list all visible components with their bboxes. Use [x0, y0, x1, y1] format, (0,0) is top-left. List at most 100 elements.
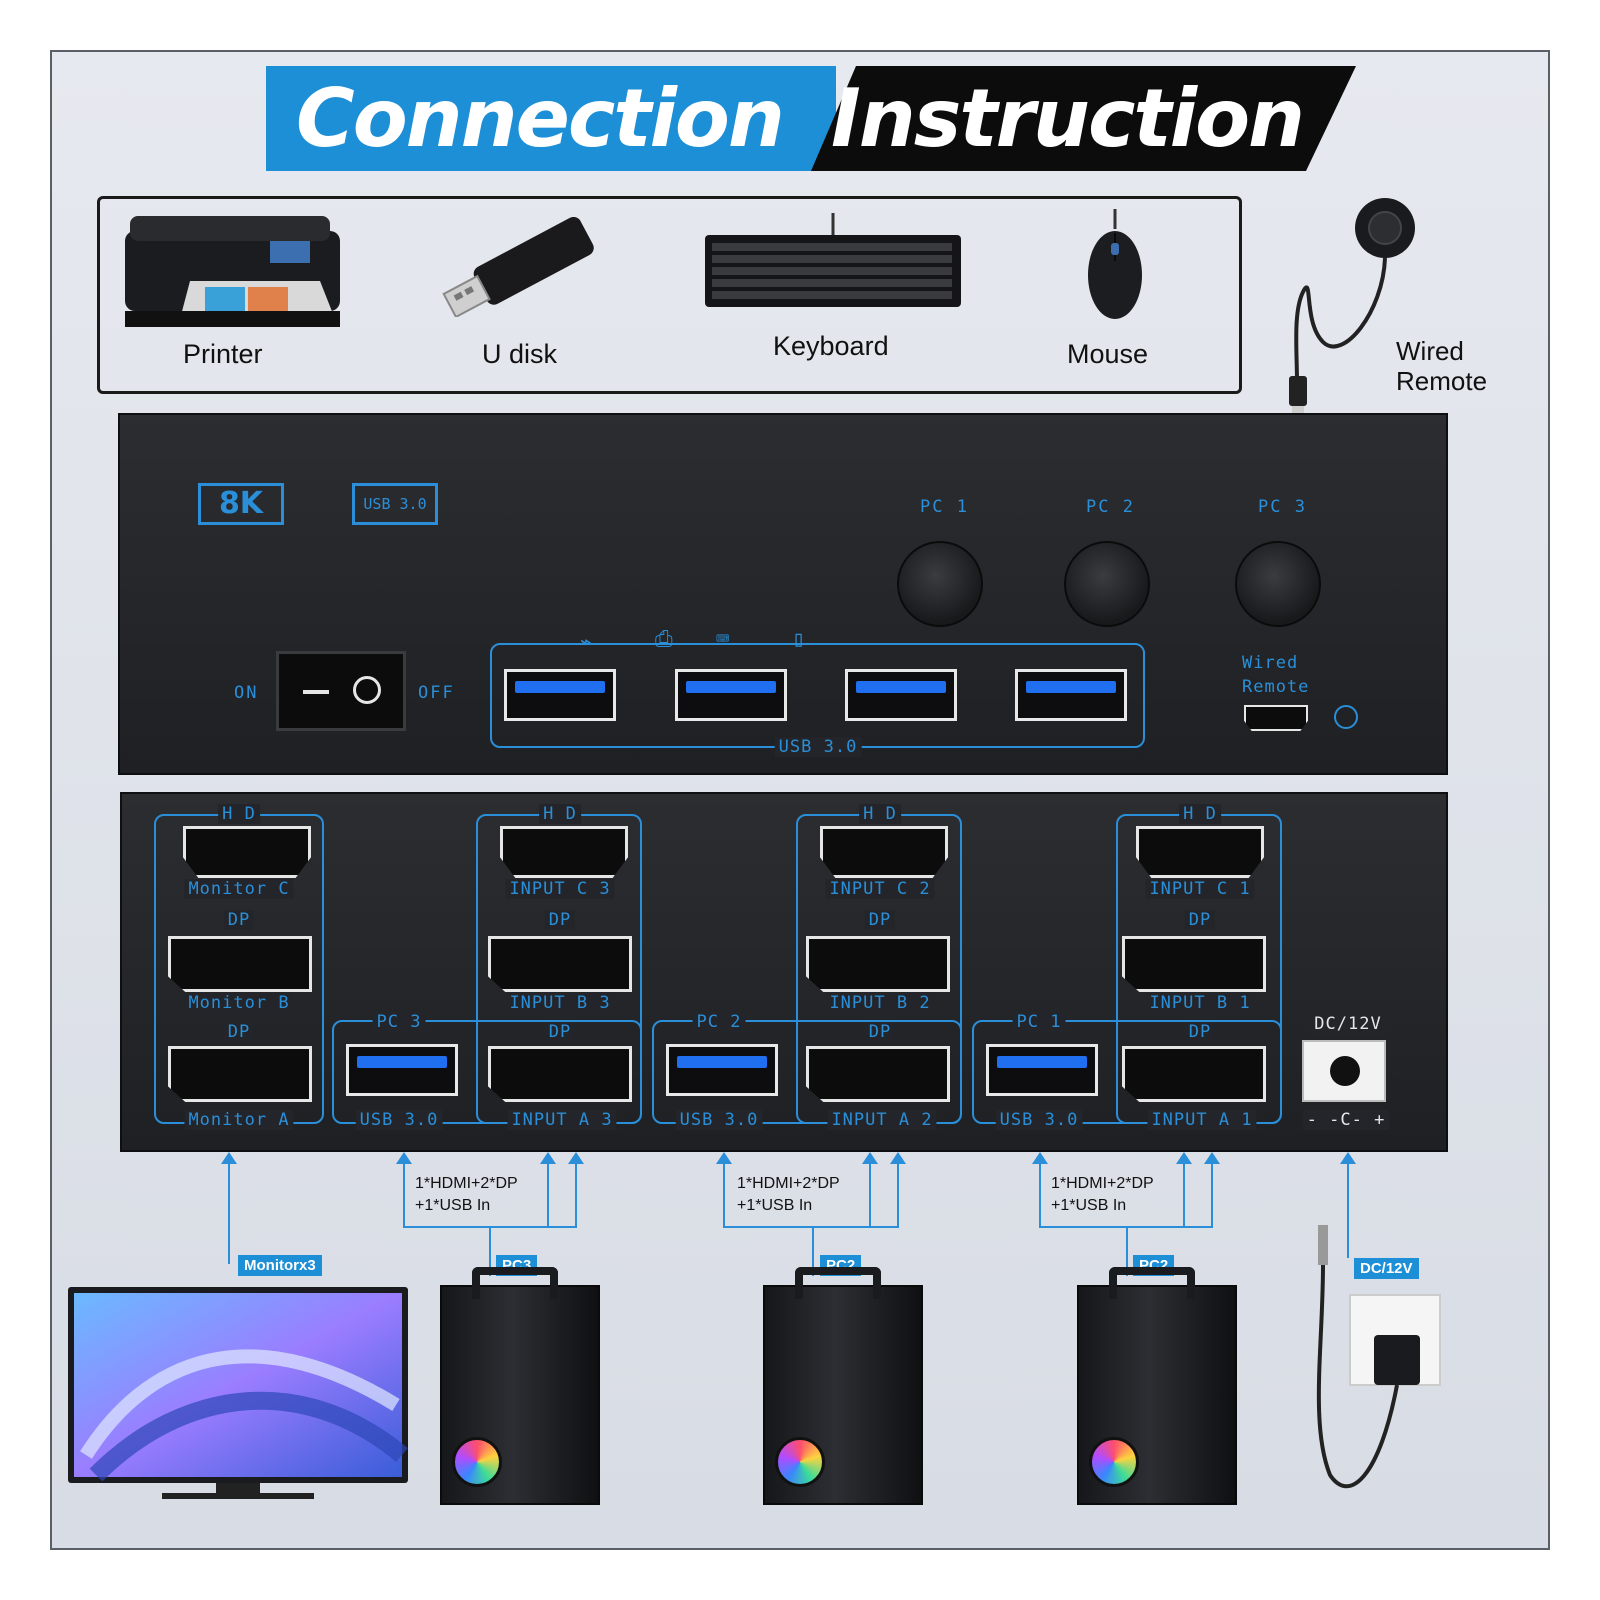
line-pc3-a [547, 1162, 549, 1228]
title-part2: Instruction [831, 72, 1305, 165]
input-b3-label: INPUT B 3 [505, 993, 615, 1013]
monitor-b-dp-port[interactable] [168, 936, 312, 992]
pc1-fan-icon [1089, 1437, 1139, 1487]
power-adapter-icon [1316, 1225, 1441, 1489]
peripherals-box: Printer U disk Keyboard Mouse [97, 196, 1242, 394]
monitor-a-dp-port[interactable] [168, 1046, 312, 1102]
monitor-icon [68, 1287, 408, 1499]
pc2-hd-label: H D [859, 804, 901, 824]
pc2-usb-port[interactable] [666, 1044, 778, 1096]
keyboard-symbol-icon: ⌨ [716, 627, 732, 652]
input-c1-hdmi-port[interactable] [1136, 826, 1264, 878]
pc1-note-2: +1*USB In [1051, 1197, 1127, 1214]
remote-jack-icon [1334, 705, 1358, 729]
monitor-hd-label: H D [218, 804, 260, 824]
arrow-pc3-b [568, 1152, 584, 1164]
pc2-label: PC 2 [692, 1012, 746, 1032]
pc2-tower-icon [763, 1267, 923, 1505]
arrow-power [1340, 1152, 1356, 1164]
line-monitor [228, 1162, 230, 1264]
front-usb-port-1[interactable] [504, 669, 616, 721]
pc1-dp2-label: DP [1184, 1022, 1216, 1042]
arrow-pc2-usb [716, 1152, 732, 1164]
pc3-dp2-label: DP [544, 1022, 576, 1042]
pc2-button[interactable] [1064, 541, 1150, 627]
pc3-note-1: 1*HDMI+2*DP [415, 1175, 518, 1192]
pc1-label: PC 1 [1012, 1012, 1066, 1032]
pc1-dp1-label: DP [1184, 910, 1216, 930]
pc2-usb-label: USB 3.0 [675, 1110, 763, 1130]
mouse-label: Mouse [1067, 339, 1149, 369]
pc1-button[interactable] [897, 541, 983, 627]
monitor-dp2-label: DP [223, 1022, 255, 1042]
arrow-pc2-b [890, 1152, 906, 1164]
line-pc2-usb [723, 1162, 725, 1228]
input-a2-label: INPUT A 2 [827, 1110, 937, 1130]
input-a1-dp-port[interactable] [1122, 1046, 1266, 1102]
input-a1-label: INPUT A 1 [1147, 1110, 1257, 1130]
input-c2-hdmi-port[interactable] [820, 826, 948, 878]
dc-power-jack[interactable] [1302, 1040, 1386, 1102]
dc-label: DC/12V [1310, 1014, 1386, 1034]
monitor-b-label: Monitor B [184, 993, 294, 1013]
pc2-note-2: +1*USB In [737, 1197, 813, 1214]
pc3-hd-label: H D [539, 804, 581, 824]
line-pc3-usb [403, 1162, 405, 1228]
front-usb-port-3[interactable] [845, 669, 957, 721]
monitor-dp1-label: DP [223, 910, 255, 930]
line-pc3-b [575, 1162, 577, 1228]
pc3-usb-port[interactable] [346, 1044, 458, 1096]
switch-off-label: OFF [418, 683, 455, 703]
wired-remote-label-1: Wired [1396, 336, 1464, 366]
monitor-a-label: Monitor A [184, 1110, 294, 1130]
monitor-tag: Monitorx3 [238, 1255, 322, 1276]
line-pc3-down [489, 1226, 491, 1276]
badge-8k: 8K [198, 483, 284, 525]
arrow-pc1-usb [1032, 1152, 1048, 1164]
arrow-pc1-a [1176, 1152, 1192, 1164]
pc1-button-label: PC 1 [920, 497, 969, 517]
wired-remote-icon [1289, 198, 1415, 422]
input-b2-dp-port[interactable] [806, 936, 950, 992]
pc1-tower-icon [1077, 1267, 1237, 1505]
line-pc1-a [1183, 1162, 1185, 1228]
keyboard-label: Keyboard [773, 331, 889, 361]
pc1-note-1: 1*HDMI+2*DP [1051, 1175, 1154, 1192]
input-b1-label: INPUT B 1 [1145, 993, 1255, 1013]
monitor-c-hdmi-port[interactable] [183, 826, 311, 878]
input-b3-dp-port[interactable] [488, 936, 632, 992]
title-banner: Connection Instruction [266, 66, 1366, 176]
front-remote-label-2: Remote [1242, 677, 1310, 697]
input-a2-dp-port[interactable] [806, 1046, 950, 1102]
input-b1-dp-port[interactable] [1122, 936, 1266, 992]
arrow-monitor [221, 1152, 237, 1164]
line-pc1-b [1211, 1162, 1213, 1228]
pc1-usb-port[interactable] [986, 1044, 1098, 1096]
line-pc1-down [1126, 1226, 1128, 1276]
badge-usb: USB 3.0 [352, 483, 438, 525]
remote-port[interactable] [1244, 705, 1308, 731]
pc2-fan-icon [775, 1437, 825, 1487]
wired-remote-label-2: Remote [1396, 366, 1488, 396]
title-blue-block [266, 66, 836, 171]
front-usb-port-4[interactable] [1015, 669, 1127, 721]
usb-drive-icon [442, 217, 594, 317]
udisk-label: U disk [482, 339, 558, 369]
input-a3-dp-port[interactable] [488, 1046, 632, 1102]
line-pc1-usb [1039, 1162, 1041, 1228]
switch-on-label: ON [234, 683, 259, 703]
input-c3-label: INPUT C 3 [505, 879, 615, 899]
input-c3-hdmi-port[interactable] [500, 826, 628, 878]
arrow-pc3-usb [396, 1152, 412, 1164]
line-pc2-a [869, 1162, 871, 1228]
input-c2-label: INPUT C 2 [825, 879, 935, 899]
line-pc2-b [897, 1162, 899, 1228]
pc3-fan-icon [452, 1437, 502, 1487]
title-black-block [811, 66, 1356, 171]
mouse-icon [1088, 209, 1142, 319]
pc3-button[interactable] [1235, 541, 1321, 627]
pc2-note-1: 1*HDMI+2*DP [737, 1175, 840, 1192]
front-usb-port-2[interactable] [675, 669, 787, 721]
power-switch[interactable] [276, 651, 406, 731]
usb-drive-symbol-icon: ⌁ [580, 629, 595, 653]
